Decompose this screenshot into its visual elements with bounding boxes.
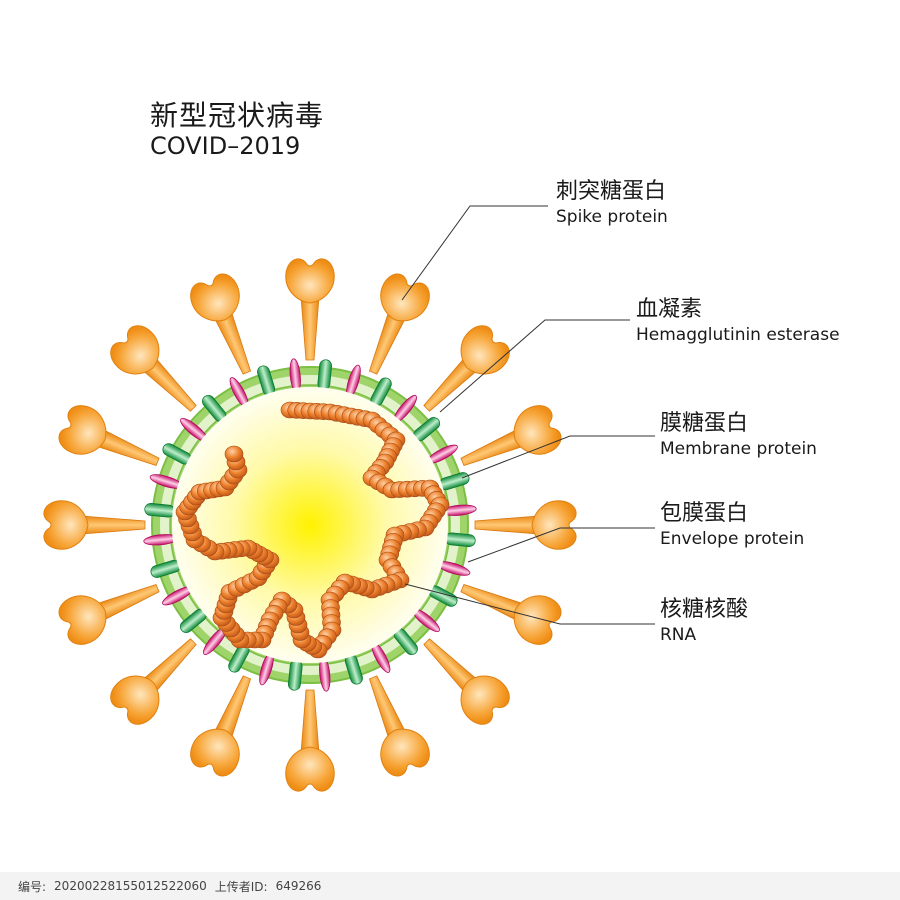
label-cn: 刺突糖蛋白 [556, 179, 667, 204]
rna-bead [224, 445, 244, 463]
spike-head [190, 728, 240, 777]
label-cn: 包膜蛋白 [660, 501, 749, 526]
leader-line [467, 527, 655, 563]
label-cn: 核糖核酸 [660, 597, 749, 622]
spike-head [58, 595, 107, 645]
spike [368, 273, 430, 375]
label-membrane-protein: 膜糖蛋白 Membrane protein [660, 410, 817, 460]
leader-line [439, 319, 630, 413]
spike [423, 325, 510, 412]
spike [460, 583, 562, 645]
leader-line [401, 205, 548, 301]
leader-line [461, 435, 655, 479]
spike [460, 405, 562, 467]
spike [368, 675, 430, 777]
label-leader-lines [401, 205, 655, 625]
spike-head [531, 500, 577, 550]
label-en: Spike protein [556, 207, 668, 227]
spike [190, 273, 252, 375]
spike-head [58, 405, 107, 455]
label-en: RNA [660, 625, 697, 645]
spike-head [285, 258, 335, 304]
spike [110, 325, 197, 412]
spike-head [380, 273, 430, 322]
membrane-proteins [143, 358, 477, 692]
spike-head [110, 325, 160, 375]
label-en: Membrane protein [660, 439, 817, 459]
spike [58, 405, 160, 467]
label-envelope-protein: 包膜蛋白 Envelope protein [660, 500, 804, 550]
spike-stalk [300, 689, 320, 754]
footer-id-label: 编号: [18, 879, 47, 894]
membrane-shape [317, 359, 333, 391]
spike-head [285, 746, 335, 792]
spike-head [460, 675, 510, 725]
spike [423, 638, 510, 725]
footer-uploader-label: 上传者ID: [214, 879, 268, 894]
spike-stalk [300, 296, 320, 361]
spike-stalk [81, 515, 146, 535]
spike-proteins [43, 258, 577, 792]
label-rna: 核糖核酸 RNA [660, 596, 748, 646]
label-cn: 膜糖蛋白 [660, 411, 749, 436]
spike [474, 500, 577, 550]
footer-id-value: 20200228155012522060 [54, 879, 207, 893]
membrane-protein [444, 532, 476, 548]
spike-stalk [474, 515, 539, 535]
label-en: Hemagglutinin esterase [636, 325, 840, 345]
membrane-shape [444, 532, 476, 548]
title-english: COVID–2019 [150, 132, 301, 160]
rna-strand [175, 401, 450, 659]
spike-head [110, 675, 160, 725]
label-spike-protein: 刺突糖蛋白 Spike protein [556, 178, 668, 228]
spike-head [43, 500, 89, 550]
spike-head [190, 273, 240, 322]
spike [110, 638, 197, 725]
label-cn: 血凝素 [636, 297, 703, 322]
membrane-shape [287, 659, 303, 691]
label-en: Envelope protein [660, 529, 805, 549]
spike-head [513, 595, 562, 645]
title-chinese: 新型冠状病毒 [150, 99, 325, 132]
image-footer: 编号: 20200228155012522060 上传者ID: 649266 [0, 872, 900, 900]
membrane-protein [287, 659, 303, 691]
spike [190, 675, 252, 777]
spike-head [380, 728, 430, 777]
membrane-shape [144, 502, 176, 518]
membrane-protein [317, 359, 333, 391]
leader-line [404, 583, 655, 625]
spike-head [513, 405, 562, 455]
label-hemagglutinin: 血凝素 Hemagglutinin esterase [636, 296, 840, 346]
footer-uploader-value: 649266 [275, 879, 322, 893]
spike [285, 689, 335, 792]
spike [285, 258, 335, 361]
spike [58, 583, 160, 645]
spike [43, 500, 146, 550]
membrane-protein [144, 502, 176, 518]
